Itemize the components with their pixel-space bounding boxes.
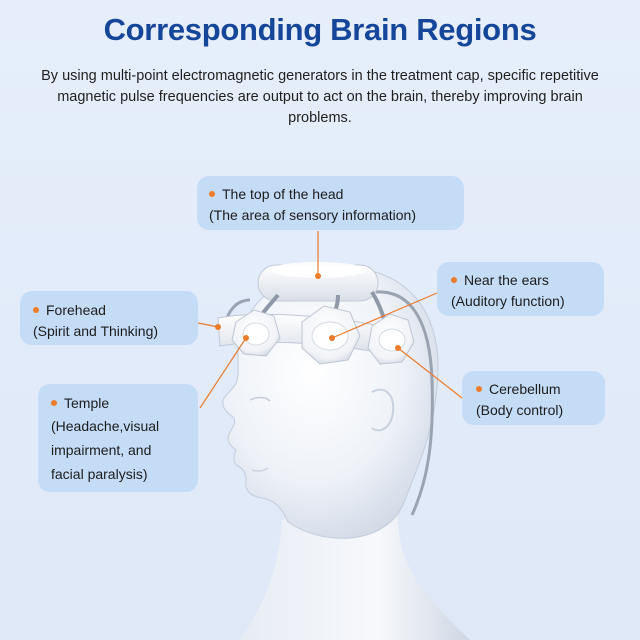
callout-label: Near the ears	[464, 272, 549, 288]
cable-icon	[375, 290, 434, 516]
callout-description-line: (Headache,visual	[51, 418, 160, 434]
neck-shape	[240, 460, 470, 640]
ear-shape	[371, 388, 395, 432]
coil-pad-icon	[231, 305, 415, 365]
callout-label: Temple	[64, 395, 110, 411]
callout-label: Cerebellum	[489, 381, 561, 397]
callout-description: (Auditory function)	[451, 293, 565, 309]
callout-near-the-ears: Near the ears (Auditory function)	[437, 262, 604, 316]
callout-label: The top of the head	[222, 186, 344, 202]
callout-cerebellum: Cerebellum (Body control)	[462, 371, 605, 425]
callout-description: (The area of sensory information)	[209, 207, 416, 223]
callout-description: (Spirit and Thinking)	[33, 323, 159, 339]
bullet-dot-icon	[209, 191, 215, 197]
leader-lines	[197, 231, 463, 409]
callout-forehead: Forehead (Spirit and Thinking)	[20, 291, 198, 345]
bullet-dot-icon	[51, 400, 57, 406]
callout-temple: Temple (Headache,visual impairment, and …	[38, 384, 198, 492]
callout-description: (Body control)	[476, 402, 564, 418]
callout-description-line: impairment, and	[51, 442, 152, 458]
callout-description-line: facial paralysis)	[51, 466, 148, 482]
bullet-dot-icon	[476, 386, 482, 392]
target-dots	[215, 273, 401, 351]
page-title: Corresponding Brain Regions	[103, 12, 537, 47]
bullet-dot-icon	[451, 277, 457, 283]
page-subtitle: By using multi-point electromagnetic gen…	[41, 68, 599, 126]
callout-label: Forehead	[46, 302, 106, 318]
bullet-dot-icon	[33, 307, 39, 313]
callout-top-of-head: The top of the head (The area of sensory…	[197, 176, 464, 230]
